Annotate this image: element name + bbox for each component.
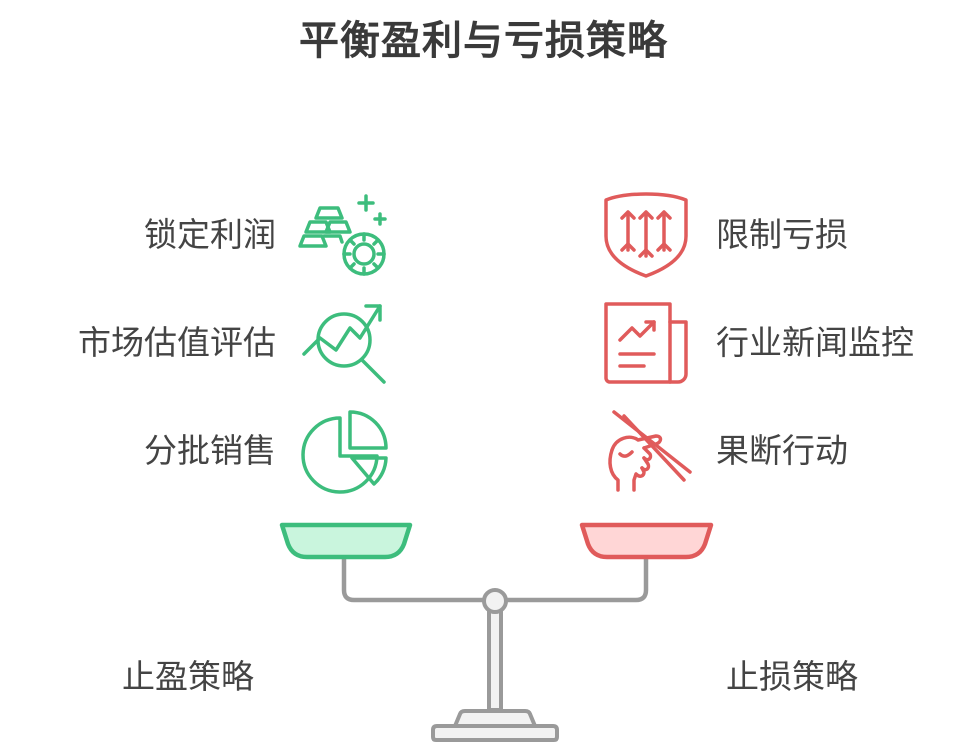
label-news-monitoring: 行业新闻监控	[716, 323, 914, 362]
caption-stop-loss: 止损策略	[726, 657, 858, 696]
label-batch-sales: 分批销售	[144, 431, 276, 470]
scale-base-top	[453, 709, 537, 728]
gold-bars-coin-icon	[298, 194, 387, 276]
label-limit-loss: 限制亏损	[716, 215, 848, 254]
label-decisive-action: 果断行动	[716, 431, 848, 470]
page-title: 平衡盈利与亏损策略	[299, 18, 668, 64]
shield-arrows-icon	[604, 192, 688, 278]
right-pan	[579, 522, 714, 560]
label-lock-profit: 锁定利润	[144, 215, 276, 254]
scale-pivot	[482, 588, 508, 614]
pie-chart-icon	[301, 410, 388, 494]
scale-post	[487, 604, 503, 712]
scale-base-bottom	[431, 724, 559, 742]
newspaper-chart-icon	[604, 302, 688, 384]
label-market-valuation: 市场估值评估	[78, 323, 276, 362]
left-pan	[279, 522, 413, 560]
chart-magnifier-icon	[302, 304, 386, 384]
hand-cutting-icon	[608, 410, 692, 492]
caption-take-profit: 止盈策略	[122, 657, 254, 696]
